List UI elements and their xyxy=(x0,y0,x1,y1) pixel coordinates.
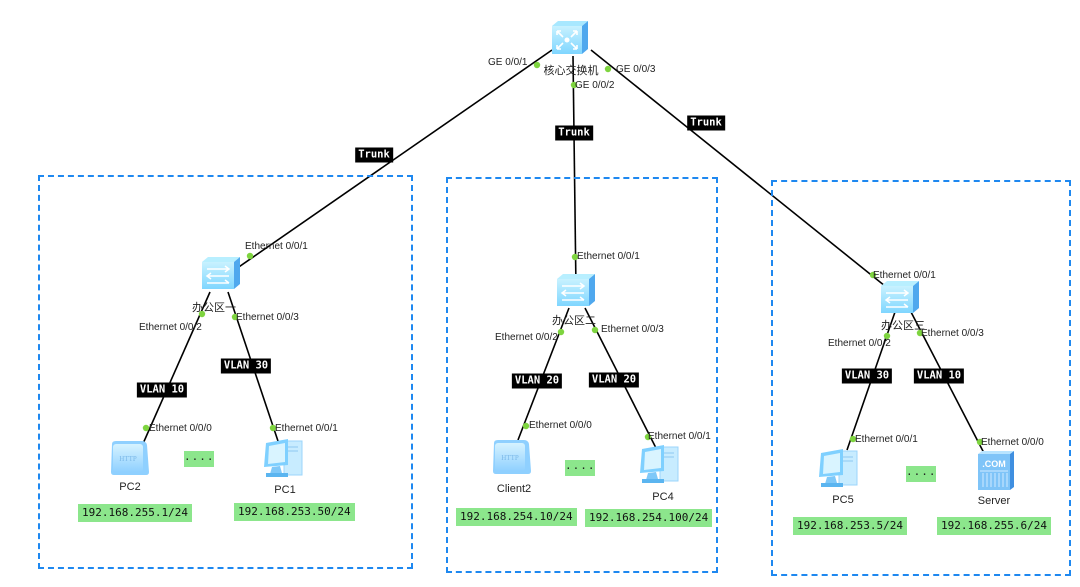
client2-ip: 192.168.254.10/24 xyxy=(456,508,577,526)
port-dot xyxy=(571,253,579,261)
zone3-left-vlan-tag: VLAN 30 xyxy=(841,368,893,384)
pc5-device[interactable] xyxy=(817,447,861,498)
zone2-left-port: Ethernet 0/0/2 xyxy=(495,332,558,343)
port-dot xyxy=(570,81,578,89)
zone1-switch-label: 办公区一 xyxy=(192,302,236,314)
pc4-label: PC4 xyxy=(652,491,674,503)
link-zone1-left[interactable] xyxy=(137,291,211,456)
svg-text:HTTP: HTTP xyxy=(501,454,519,462)
server-icon: .COM xyxy=(978,451,1014,490)
zone1-right-vlan-tag: VLAN 30 xyxy=(220,358,272,374)
zone-1-boundary xyxy=(38,175,413,569)
trunk-tag-zone3: Trunk xyxy=(687,115,725,131)
access-switch-icon xyxy=(557,274,595,306)
zone3-right-port: Ethernet 0/0/3 xyxy=(921,328,984,339)
link-zone3-right[interactable] xyxy=(910,311,986,456)
zone3-right-device-port: Ethernet 0/0/0 xyxy=(981,437,1044,448)
zone3-uplink-port: Ethernet 0/0/1 xyxy=(873,270,936,281)
server-ip: 192.168.255.6/24 xyxy=(937,517,1051,535)
pc-icon xyxy=(819,449,858,487)
zone1-uplink-port: Ethernet 0/0/1 xyxy=(245,241,308,252)
zone1-left-device-port: Ethernet 0/0/0 xyxy=(149,423,212,434)
zone2-more-devices: .... xyxy=(565,460,595,476)
core-port-ge003: GE 0/0/3 xyxy=(616,64,656,75)
access-switch-icon xyxy=(202,257,240,289)
port-dot xyxy=(522,422,530,430)
link-core-zone2[interactable] xyxy=(572,55,577,291)
zone3-left-device-port: Ethernet 0/0/1 xyxy=(855,434,918,445)
zone3-switch-label: 办公区三 xyxy=(881,320,925,332)
svg-text:.COM: .COM xyxy=(982,459,1006,469)
port-dot xyxy=(644,433,652,441)
port-dot xyxy=(604,65,612,73)
core-port-ge002: GE 0/0/2 xyxy=(575,80,615,91)
port-dot xyxy=(591,326,599,334)
trunk-tag-zone2: Trunk xyxy=(555,125,593,141)
zone-3-boundary xyxy=(771,180,1071,576)
pc4-device[interactable] xyxy=(638,443,682,494)
pc1-ip: 192.168.253.50/24 xyxy=(234,503,355,521)
zone2-right-port: Ethernet 0/0/3 xyxy=(601,324,664,335)
zone1-switch[interactable] xyxy=(200,256,242,297)
zone2-switch[interactable] xyxy=(555,273,597,314)
http-client-icon: HTTP xyxy=(111,441,149,475)
port-dot xyxy=(557,328,565,336)
port-dots xyxy=(142,61,984,446)
zone2-left-device-port: Ethernet 0/0/0 xyxy=(529,420,592,431)
pc2-label: PC2 xyxy=(119,481,141,493)
link-core-zone3[interactable] xyxy=(590,49,891,291)
pc1-label: PC1 xyxy=(274,484,296,496)
zone3-switch[interactable] xyxy=(879,280,921,321)
zone1-right-port: Ethernet 0/0/3 xyxy=(236,312,299,323)
core-switch-icon xyxy=(552,21,588,54)
pc1-device[interactable] xyxy=(262,437,306,488)
zone1-right-device-port: Ethernet 0/0/1 xyxy=(275,423,338,434)
port-dot xyxy=(198,310,206,318)
zone2-right-vlan-tag: VLAN 20 xyxy=(588,372,640,388)
zone1-more-devices: .... xyxy=(184,451,214,467)
zone2-right-device-port: Ethernet 0/0/1 xyxy=(648,431,711,442)
server-label: Server xyxy=(977,495,1011,507)
http-client-icon: HTTP xyxy=(493,440,531,474)
pc-icon xyxy=(264,439,303,477)
trunk-tag-zone1: Trunk xyxy=(355,147,393,163)
pc-icon xyxy=(640,445,679,483)
core-switch-label: 核心交换机 xyxy=(543,65,599,77)
port-dot xyxy=(231,313,239,321)
port-dot xyxy=(246,252,254,260)
zone2-switch-label: 办公区二 xyxy=(552,315,596,327)
port-dot xyxy=(849,435,857,443)
pc4-ip: 192.168.254.100/24 xyxy=(585,509,713,527)
zone1-left-port: Ethernet 0/0/2 xyxy=(139,322,202,333)
port-dot xyxy=(916,329,924,337)
zone3-left-port: Ethernet 0/0/2 xyxy=(828,338,891,349)
port-dot xyxy=(976,438,984,446)
zone3-more-devices: .... xyxy=(906,466,936,482)
port-dot xyxy=(869,271,877,279)
pc2-device[interactable]: HTTP xyxy=(108,440,150,483)
server-device[interactable]: .COM xyxy=(976,451,1016,498)
access-switch-icon xyxy=(881,281,919,313)
client2-label: Client2 xyxy=(496,483,532,495)
port-dot xyxy=(142,424,150,432)
zone1-left-vlan-tag: VLAN 10 xyxy=(136,382,188,398)
pc2-ip: 192.168.255.1/24 xyxy=(78,504,192,522)
zone3-right-vlan-tag: VLAN 10 xyxy=(913,368,965,384)
svg-text:HTTP: HTTP xyxy=(119,455,137,463)
core-port-ge001: GE 0/0/1 xyxy=(488,57,528,68)
link-core-zone1[interactable] xyxy=(219,49,553,281)
port-dot xyxy=(883,332,891,340)
zone-2-boundary xyxy=(446,177,718,573)
zone2-uplink-port: Ethernet 0/0/1 xyxy=(577,251,640,262)
zone2-left-vlan-tag: VLAN 20 xyxy=(511,373,563,389)
core-switch[interactable] xyxy=(548,20,590,61)
port-dot xyxy=(269,424,277,432)
pc5-ip: 192.168.253.5/24 xyxy=(793,517,907,535)
pc5-label: PC5 xyxy=(832,494,854,506)
port-dot xyxy=(533,61,541,69)
client2-device[interactable]: HTTP xyxy=(490,439,532,482)
